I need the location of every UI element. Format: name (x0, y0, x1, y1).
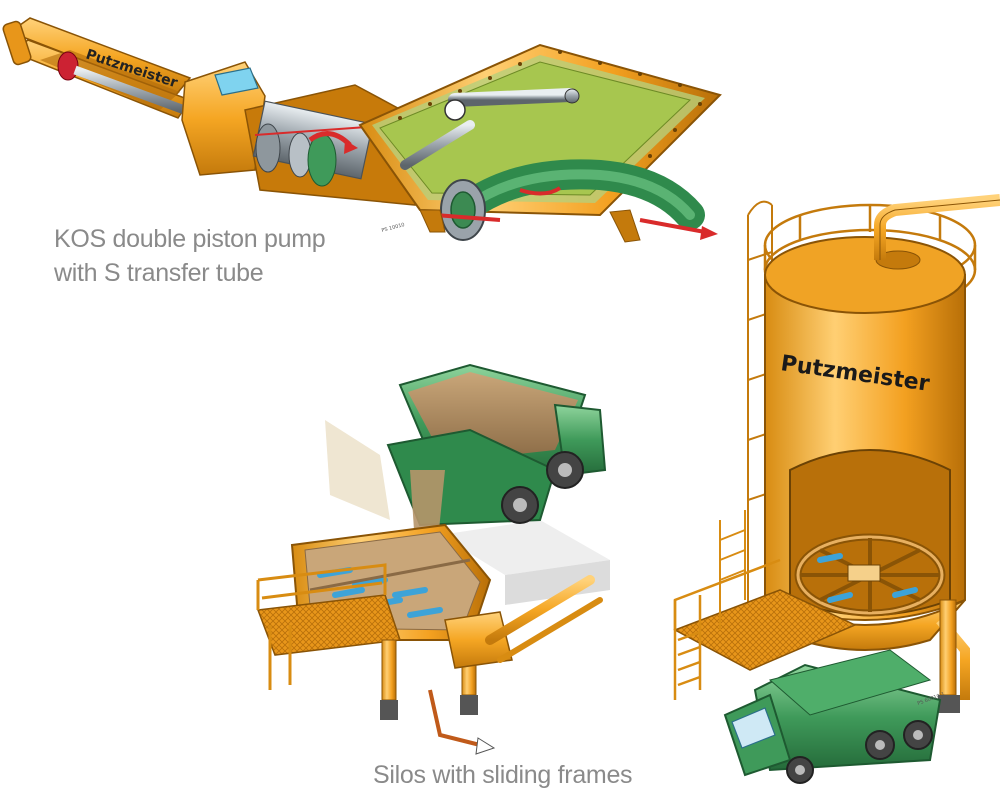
silo-with-sliding-frame: Putzmeister (673, 194, 1000, 784)
silo-with-truck-unloading (256, 363, 610, 755)
silo-caption: Silos with sliding frames (373, 761, 633, 789)
hopper-bolts (398, 50, 702, 158)
pump-caption-line-1: KOS double piston pump (54, 225, 326, 253)
double-piston-pump: Putzmeister (2, 17, 722, 243)
pump-ref-code: PS 10010 (381, 222, 405, 234)
pump-caption-line-2: with S transfer tube (54, 259, 264, 287)
pump-caption: KOS double piston pump with S transfer t… (54, 222, 326, 290)
